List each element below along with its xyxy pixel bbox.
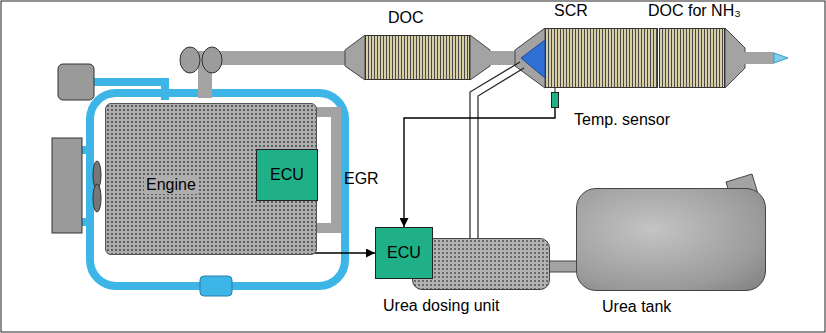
- node-label: Urea tank: [602, 298, 671, 316]
- tail-pipe: [744, 52, 774, 64]
- urea-line: [478, 68, 524, 238]
- signal-line: [404, 108, 555, 227]
- radiator: [52, 138, 82, 233]
- inlet-cone: [345, 35, 365, 80]
- turbocharger: [180, 47, 200, 73]
- node-label: ECU: [270, 166, 304, 184]
- outlet-cone: [470, 35, 490, 80]
- inlet-cone: [515, 28, 545, 88]
- water-pump: [200, 276, 232, 296]
- urea-pipe: [549, 261, 577, 272]
- node-label: Urea dosing unit: [383, 297, 500, 315]
- turbocharger: [202, 47, 222, 73]
- urea-injector: [521, 40, 545, 78]
- node-label: DOC for NH₃: [648, 2, 741, 20]
- node-label: Engine: [144, 176, 198, 194]
- pipe: [489, 51, 517, 65]
- ammonia-slip-catalyst: DOC for NH₃: [659, 28, 725, 88]
- dosing-unit: Urea dosing unitECU: [412, 238, 550, 290]
- urea-tank: Urea tank: [576, 188, 766, 291]
- engine-block: Engine ECU: [105, 103, 317, 255]
- doc-catalyst: DOC: [365, 35, 470, 80]
- part-label: EGR: [344, 170, 379, 188]
- ecu-box: ECU: [375, 227, 433, 279]
- node-label: ECU: [387, 244, 421, 262]
- fan: [93, 184, 101, 212]
- outlet-cone: [725, 28, 745, 88]
- node-label: Temp. sensor: [574, 111, 670, 129]
- coolant-pipe: [82, 150, 92, 222]
- scr-catalyst: SCR: [545, 28, 658, 88]
- ecu-box: ECU: [256, 149, 318, 201]
- node-label: SCR: [554, 2, 588, 20]
- coolant-pipe: [90, 93, 345, 286]
- exhaust-pipe: [205, 58, 350, 98]
- node-label: DOC: [388, 9, 424, 27]
- intake-pipe: [90, 82, 165, 100]
- air-cleaner: [58, 64, 94, 100]
- temperature-sensor: Temp. sensor: [551, 92, 559, 108]
- exhaust-arrow: [774, 53, 788, 63]
